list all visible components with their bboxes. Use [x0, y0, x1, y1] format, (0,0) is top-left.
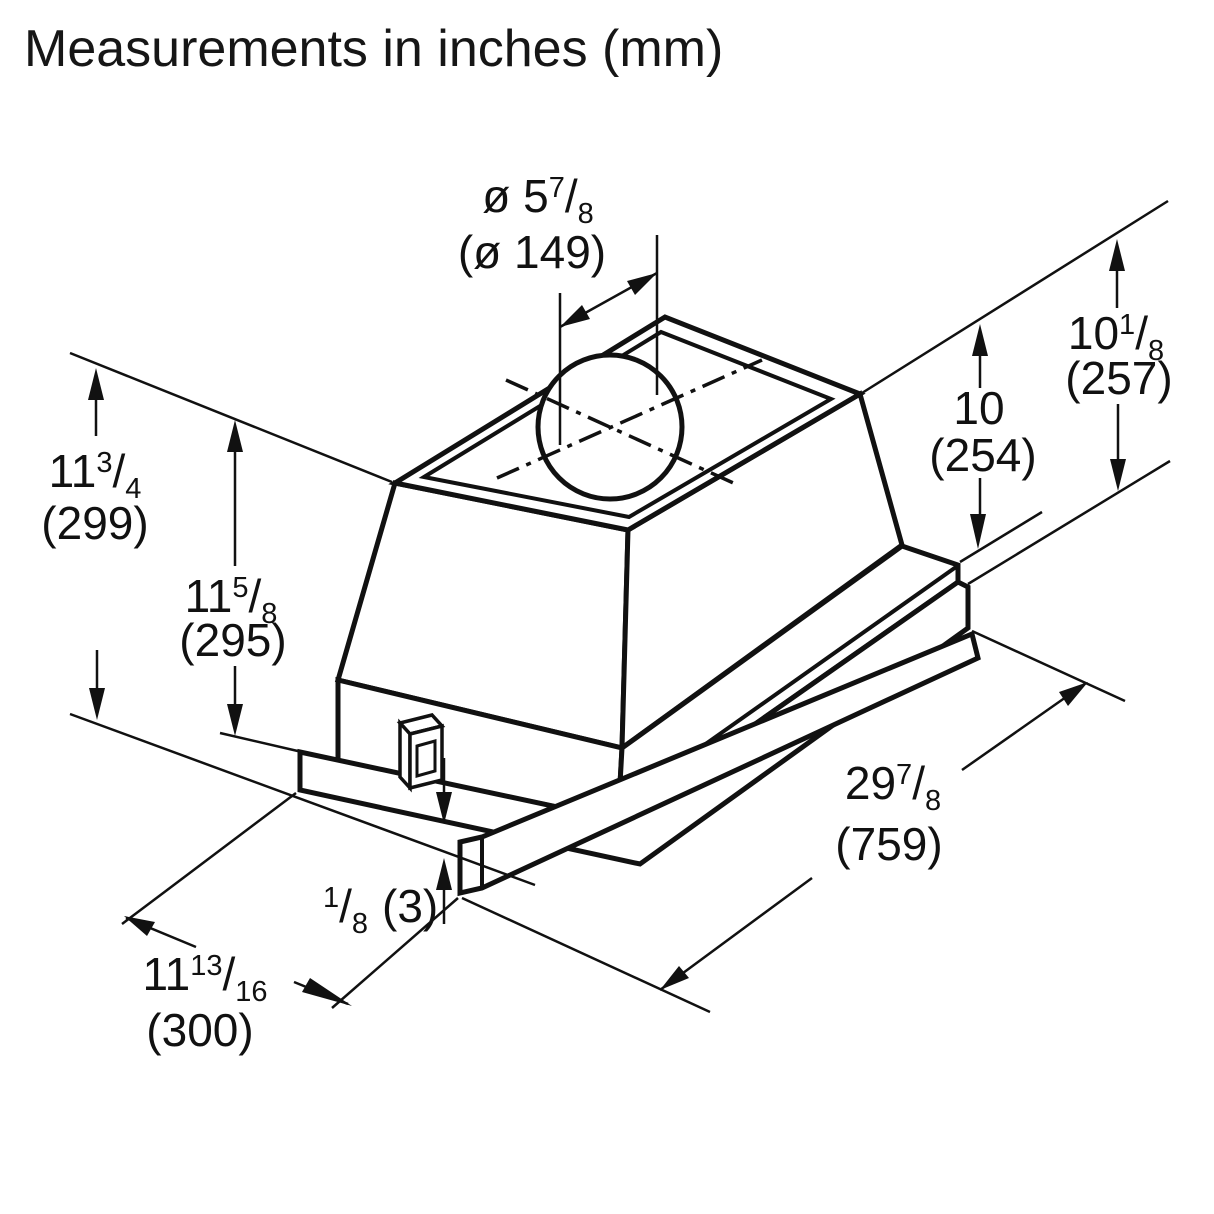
dim-width-inches: 297/8 [845, 757, 941, 817]
arrowhead [1110, 459, 1126, 491]
switch-opening [415, 739, 437, 778]
arrowhead [436, 792, 452, 824]
dim-lip-inches: 1/8 [323, 880, 368, 940]
dim-overall-height-mm: (257) [1065, 352, 1172, 404]
extension-line [959, 510, 1043, 564]
arrowhead [88, 368, 104, 400]
extension-line [121, 792, 297, 925]
dim-overall-height-inches: 101/8 [1068, 307, 1164, 367]
duct-centerline-2 [505, 378, 741, 488]
extension-line [861, 199, 1169, 395]
extension-line [331, 897, 459, 1009]
arrowhead [972, 324, 988, 356]
duct-centerline-1 [496, 358, 763, 480]
dim-depth-inches: 1113/16 [142, 948, 267, 1008]
extension-line [971, 629, 1126, 703]
extension-line [69, 712, 536, 887]
dim-overall-height: 101/8 (257) [861, 199, 1173, 586]
arrowhead [1059, 682, 1088, 706]
arrowhead [560, 305, 590, 327]
dim-width: 297/8 (759) [461, 629, 1126, 1014]
extension-line [967, 459, 1171, 586]
arrowhead [627, 273, 657, 295]
dim-duct-inches: ø 57/8 [482, 170, 594, 230]
dim-body-height-mm: (254) [929, 429, 1036, 481]
dimension-line [659, 876, 813, 992]
arrowhead [970, 514, 986, 549]
extension-line [69, 351, 393, 484]
arrowhead [227, 420, 243, 452]
dim-left-inner-mm: (295) [179, 614, 286, 666]
dim-left-height-inner: 115/8 (295) [179, 420, 303, 754]
dim-left-outer-mm: (299) [41, 497, 148, 549]
dim-depth: 1113/16 (300) [121, 792, 459, 1056]
arrowhead [1109, 239, 1125, 271]
extension-line [461, 896, 711, 1014]
dim-left-inner-inches: 115/8 [185, 570, 278, 630]
dim-left-height-outer: 113/4 (299) [41, 351, 536, 887]
dim-body-height-inches: 10 [953, 382, 1004, 434]
arrowhead [89, 688, 105, 720]
dim-depth-mm: (300) [146, 1004, 253, 1056]
dim-duct-mm: (ø 149) [458, 226, 606, 278]
dim-duct-diameter: ø 57/8 (ø 149) [458, 170, 659, 445]
arrowhead [124, 916, 155, 936]
arrowhead [660, 966, 689, 990]
arrowhead [227, 704, 243, 736]
dim-left-outer-inches: 113/4 [49, 445, 142, 505]
page-title: Measurements in inches (mm) [24, 20, 723, 78]
switch-box [396, 713, 446, 793]
dim-body-height: 10 (254) [929, 324, 1043, 564]
arrowhead [436, 858, 452, 890]
hood-body [297, 314, 981, 897]
extension-line [219, 731, 303, 754]
arrowhead [302, 978, 352, 1006]
dim-width-mm: (759) [835, 818, 942, 870]
